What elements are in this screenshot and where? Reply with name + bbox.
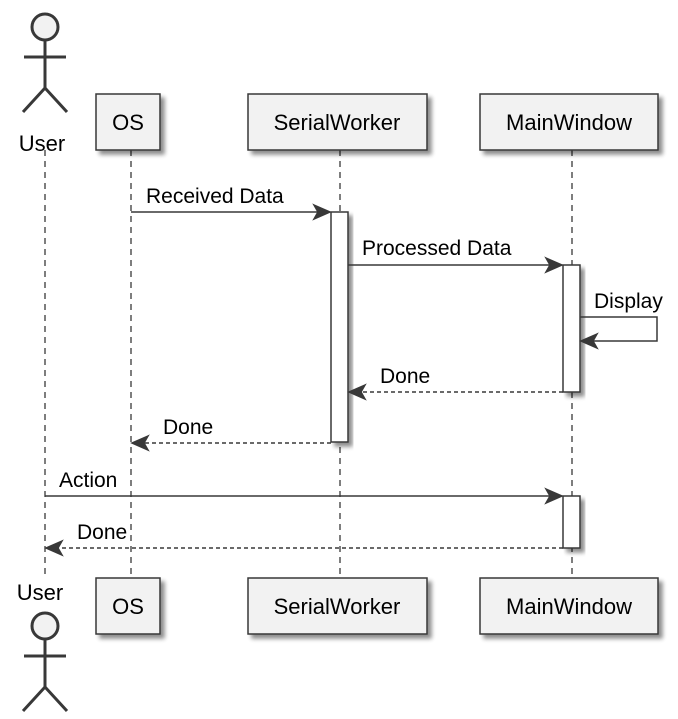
message-label-received-data: Received Data [146, 185, 284, 208]
activation-serialworker [330, 211, 349, 443]
participant-box-serialworker-bottom [247, 577, 428, 635]
message-label-done-2: Done [163, 416, 213, 439]
participant-box-serialworker-top [247, 93, 428, 151]
message-label-done-1: Done [380, 365, 430, 388]
actor-user-top [21, 12, 69, 114]
participant-label-serialworker-bottom: SerialWorker [274, 594, 401, 619]
participant-box-os-top [95, 93, 161, 151]
arrowhead-processed-data [544, 256, 564, 274]
arrowhead-action [544, 487, 564, 505]
message-line-display [580, 316, 658, 342]
participant-label-mainwindow-bottom: MainWindow [506, 594, 632, 619]
participant-label-os-bottom: OS [112, 594, 144, 619]
message-label-display: Display [594, 290, 663, 313]
actor-head-icon [30, 611, 60, 641]
participant-box-mainwindow-top [479, 93, 659, 151]
arrowhead-done-2 [130, 434, 150, 452]
message-label-done-3: Done [77, 521, 127, 544]
arrowhead-done-1 [347, 383, 367, 401]
arrowhead-display [579, 332, 599, 350]
actor-label-user-top: User [19, 131, 65, 156]
arrowhead-received-data [312, 203, 332, 221]
message-label-processed-data: Processed Data [362, 237, 512, 260]
actor-head-icon [30, 12, 60, 42]
participant-label-serialworker-top: SerialWorker [274, 110, 401, 135]
participant-box-os-bottom [95, 577, 161, 635]
participant-label-os-top: OS [112, 110, 144, 135]
participant-box-mainwindow-bottom [479, 577, 659, 635]
activation-mainwindow-2 [562, 495, 581, 549]
actor-user-bottom [21, 611, 69, 713]
activation-mainwindow-1 [562, 264, 581, 393]
arrowhead-done-3 [44, 539, 64, 557]
participant-label-mainwindow-top: MainWindow [506, 110, 632, 135]
message-label-action: Action [59, 469, 117, 492]
actor-label-user-bottom: User [17, 580, 63, 605]
